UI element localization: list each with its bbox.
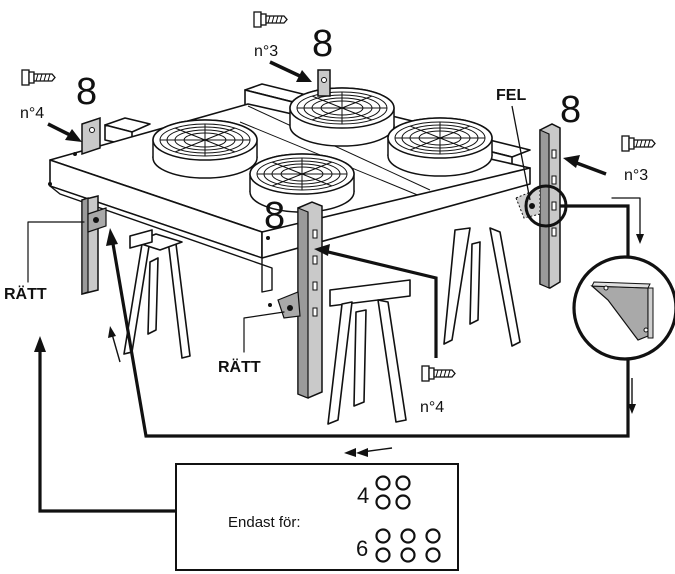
guide-line-main — [106, 204, 630, 438]
post-right — [515, 123, 561, 289]
post-center — [277, 201, 323, 399]
info-box-text: Endast för: — [228, 514, 301, 531]
option-4-label: 4 — [357, 483, 369, 508]
trestle-left — [123, 233, 191, 359]
center-correct-label: RÄTT — [218, 358, 261, 376]
bolt-icon — [621, 135, 656, 152]
post-back — [317, 69, 331, 97]
bolt-icon — [21, 69, 56, 86]
detail-magnifier — [524, 184, 675, 361]
trestle-right — [443, 227, 521, 347]
fan-back — [289, 87, 395, 147]
top-screw-label: n°3 — [254, 43, 278, 60]
post-left — [81, 116, 107, 295]
left-correct-label: RÄTT — [4, 285, 47, 303]
top-count: 8 — [312, 23, 333, 65]
left-count: 8 — [76, 71, 97, 113]
right-screw-label: n°3 — [624, 167, 648, 184]
direction-arrow — [563, 155, 607, 176]
fan-front-left — [152, 119, 258, 179]
info-box: Endast för: 4 6 — [175, 463, 459, 571]
bolt-icon — [253, 11, 288, 28]
direction-arrow — [47, 122, 82, 142]
direction-arrow — [269, 60, 312, 82]
bottom-screw-label: n°4 — [420, 399, 444, 416]
error-label: FEL — [496, 87, 526, 104]
bolt-icon — [421, 365, 456, 382]
flow-arrows — [108, 197, 644, 457]
center-count: 8 — [264, 195, 285, 237]
trestle-center — [327, 279, 411, 425]
right-count: 8 — [560, 89, 581, 131]
option-6-label: 6 — [356, 536, 368, 561]
guide-line-center — [314, 244, 438, 358]
left-screw-label: n°4 — [20, 105, 44, 122]
fan-right — [387, 117, 493, 177]
guide-line-box — [34, 336, 176, 513]
